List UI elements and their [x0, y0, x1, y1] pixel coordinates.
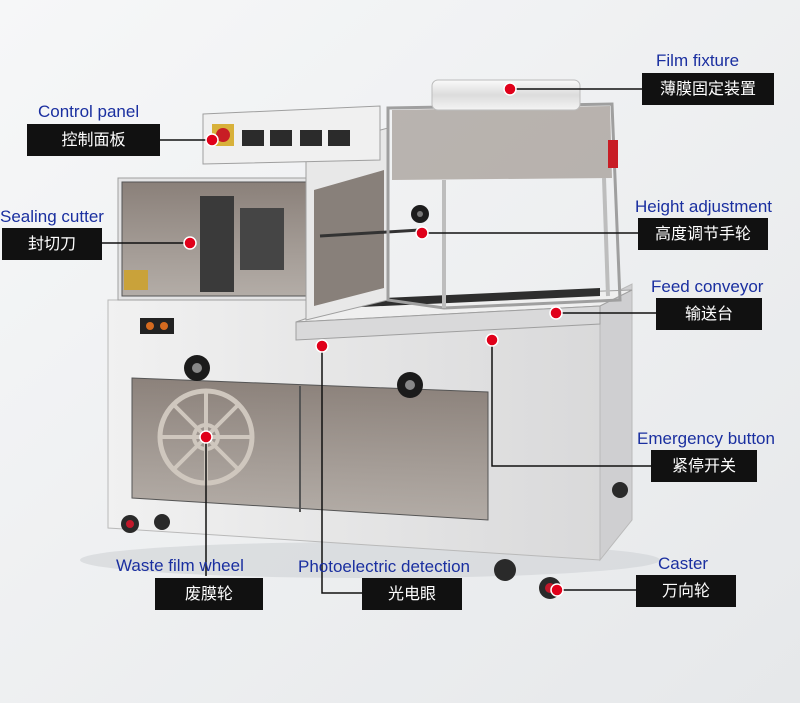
control-panel-label-en: Control panel — [38, 102, 140, 121]
film-fixture-label-cn: 薄膜固定装置 — [642, 73, 774, 105]
sealing-cutter-label-en: Sealing cutter — [0, 207, 104, 226]
caster-label-cn: 万向轮 — [636, 575, 736, 607]
height-adjustment-label-cn: 高度调节手轮 — [638, 218, 768, 250]
feed-conveyor-label-en: Feed conveyor — [651, 277, 764, 296]
height-adjustment-label-en: Height adjustment — [635, 197, 773, 216]
emergency-button-label-cn: 紧停开关 — [651, 450, 757, 482]
control-displays — [212, 124, 350, 146]
marker-photoelectric-detection — [315, 339, 329, 353]
emergency-button-label-en: Emergency button — [637, 429, 775, 448]
lower-window — [131, 377, 489, 521]
marker-sealing-cutter — [183, 236, 197, 250]
marker-caster — [550, 583, 564, 597]
photoelectric-detection-label-en: Photoelectric detection — [298, 557, 470, 576]
film-fixture-label-en: Film fixture — [656, 51, 740, 70]
marker-height-adjustment — [415, 226, 429, 240]
marker-feed-conveyor — [549, 306, 563, 320]
waste-film-wheel-label-cn: 废膜轮 — [155, 578, 263, 610]
sealing-cutter-label-cn: 封切刀 — [2, 228, 102, 260]
feed-conveyor-label-cn: 输送台 — [656, 298, 762, 330]
caster-graphics — [121, 482, 628, 599]
marker-film-fixture — [503, 82, 517, 96]
control-panel-label-cn: 控制面板 — [27, 124, 160, 156]
marker-control-panel — [205, 133, 219, 147]
marker-emergency-button — [485, 333, 499, 347]
waste-film-wheel-label-en: Waste film wheel — [116, 556, 244, 575]
caster-label-en: Caster — [658, 554, 709, 573]
marker-waste-film-wheel — [199, 430, 213, 444]
photoelectric-detection-label-cn: 光电眼 — [362, 578, 462, 610]
film-roll — [431, 79, 581, 111]
